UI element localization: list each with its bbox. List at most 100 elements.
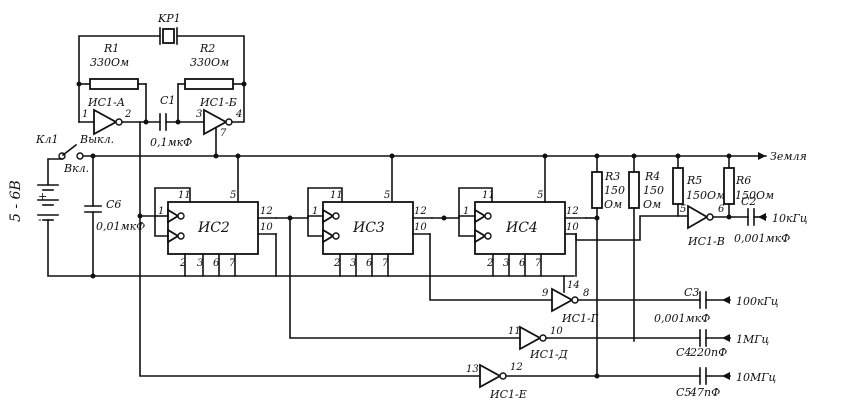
gate-g-pin-out: 8 [583,288,589,299]
r1-label: R1 [103,42,119,55]
output-10mhz: C5 47пФ 10МГц [676,367,777,399]
r3-value1: 150 [604,184,625,197]
capacitor-c1: C1 0,1мкФ [150,94,205,149]
inverter-ic1-g: 9 14 8 ИС1-Г [429,275,701,325]
gate-b-pin-out: 4 [235,109,242,120]
ic4-label: ИС4 [505,220,538,236]
gate-v-label: ИС1-В [687,235,725,248]
r3-value2: Ом [604,198,622,211]
gate-b-label: ИС1-Б [199,96,237,109]
gate-a-label: ИС1-А [87,96,125,109]
r1-value: 330Ом [90,56,129,69]
resistor-r3: R3 150 Ом [585,155,625,377]
crystal-label: KP1 [157,12,181,25]
capacitor-c6: C6 0,01мкФ [84,153,145,279]
counter-ic2: ИС2 11 5 1 12 10 2 3 6 7 [154,155,277,277]
r4-value2: Ом [643,198,661,211]
gate-a-pin-in: 1 [82,109,88,120]
ic3-pin-7: 7 [382,258,389,269]
ic3-pin-5: 5 [384,190,390,201]
gate-v-pin-out: 6 [718,204,725,215]
counter-ic3: ИС3 11 5 1 12 10 2 3 6 7 [275,155,433,277]
ic3-pin-12: 12 [414,206,427,217]
c2-value: 0,001мкФ [734,232,790,245]
ic2-pin-5: 5 [230,190,236,201]
ic3-pin-2: 2 [333,258,340,269]
ground-bus: Земля [79,150,807,163]
c3-label: C3 [684,286,699,299]
resistor-r4: R4 150 Ом [628,155,664,342]
ground-label: Земля [770,150,807,163]
freq-100khz: 100кГц [736,295,779,308]
gate-b-pin-in: 3 [196,109,202,120]
freq-1mhz: 1МГц [736,333,770,346]
ic3-pin-11: 11 [330,190,343,201]
gate-g-pin-in: 9 [542,288,549,299]
ic2-pin-11: 11 [178,190,191,201]
ic3-pin-6: 6 [366,258,373,269]
switch-off-label: Выкл. [79,133,114,146]
crystal-loop [76,35,247,87]
r4-label: R4 [644,170,660,183]
gate-g-pin-vcc: 14 [567,280,580,291]
c6-value: 0,01мкФ [96,220,145,233]
inverter-ic1-b: 3 4 7 ИС1-Б [175,83,245,157]
c4-label: C4 [676,346,691,359]
ic4-pin-7: 7 [535,258,542,269]
gate-e-label: ИС1-Е [489,388,527,401]
ic2-pin-12: 12 [260,206,273,217]
gate-b-pin-gnd: 7 [220,128,227,139]
junction-osc [137,213,143,219]
power-switch: Кл1 Выкл. Вкл. [35,133,114,186]
ic2-pin-3: 3 [197,258,203,269]
ic2-pin-2: 2 [179,258,186,269]
battery: + - 5 - 6В [8,180,575,277]
ic4-pin-10: 10 [566,222,579,233]
inverter-ic1-v: 5 6 ИС1-В [575,204,749,248]
c3-value: 0,001мкФ [654,312,710,325]
freq-10mhz: 10МГц [736,371,777,384]
switch-label: Кл1 [35,133,59,146]
output-1mhz: C4 220пФ 1МГц [676,329,770,359]
inverter-ic1-e: 13 12 ИС1-Е [466,362,701,401]
switch-on-label: Вкл. [63,162,89,175]
r4-value1: 150 [643,184,664,197]
r6-value: 150Ом [735,189,774,202]
battery-voltage: 5 - 6В [8,180,24,222]
r5-label: R5 [686,174,702,187]
gate-d-pin-in: 11 [508,326,521,337]
crystal-kp1: KP1 [157,12,181,45]
ic4-pin-1: 1 [463,206,469,217]
c1-value: 0,1мкФ [150,136,192,149]
resistor-r1: R1 330Ом [89,42,147,123]
output-10khz: C2 0,001мкФ 10кГц [734,195,808,245]
c1-label: C1 [160,94,175,107]
gate-g-label: ИС1-Г [561,312,599,325]
r5-value: 150Ом [686,189,725,202]
ic4-pin-11: 11 [482,190,495,201]
gate-e-pin-in: 13 [466,364,479,375]
gate-d-label: ИС1-Д [529,348,569,361]
output-100khz: C3 0,001мкФ 100кГц [654,286,779,325]
ic3-pin-10: 10 [414,222,427,233]
ic4-pin-12: 12 [566,206,579,217]
ic2-pin-7: 7 [229,258,236,269]
freq-10khz: 10кГц [772,212,808,225]
ic3-pin-3: 3 [350,258,356,269]
inverter-ic1-d: 11 10 ИС1-Д [289,217,701,361]
r2-value: 330Ом [190,56,229,69]
r2-label: R2 [199,42,215,55]
ic2-pin-10: 10 [260,222,273,233]
resistor-r2: R2 330Ом [177,42,234,123]
ic4-pin-2: 2 [486,258,493,269]
inverter-ic1-a: 1 2 ИС1-А [78,83,161,136]
c2-label: C2 [741,195,756,208]
gate-v-pin-in: 5 [680,204,686,215]
clock-line [139,121,481,377]
battery-plus: + [38,190,47,203]
ic4-pin-5: 5 [537,190,543,201]
ic3-pin-1: 1 [312,206,318,217]
ic4-pin-6: 6 [519,258,526,269]
counter-ic4: ИС4 11 5 1 12 10 2 3 6 7 [431,155,587,277]
